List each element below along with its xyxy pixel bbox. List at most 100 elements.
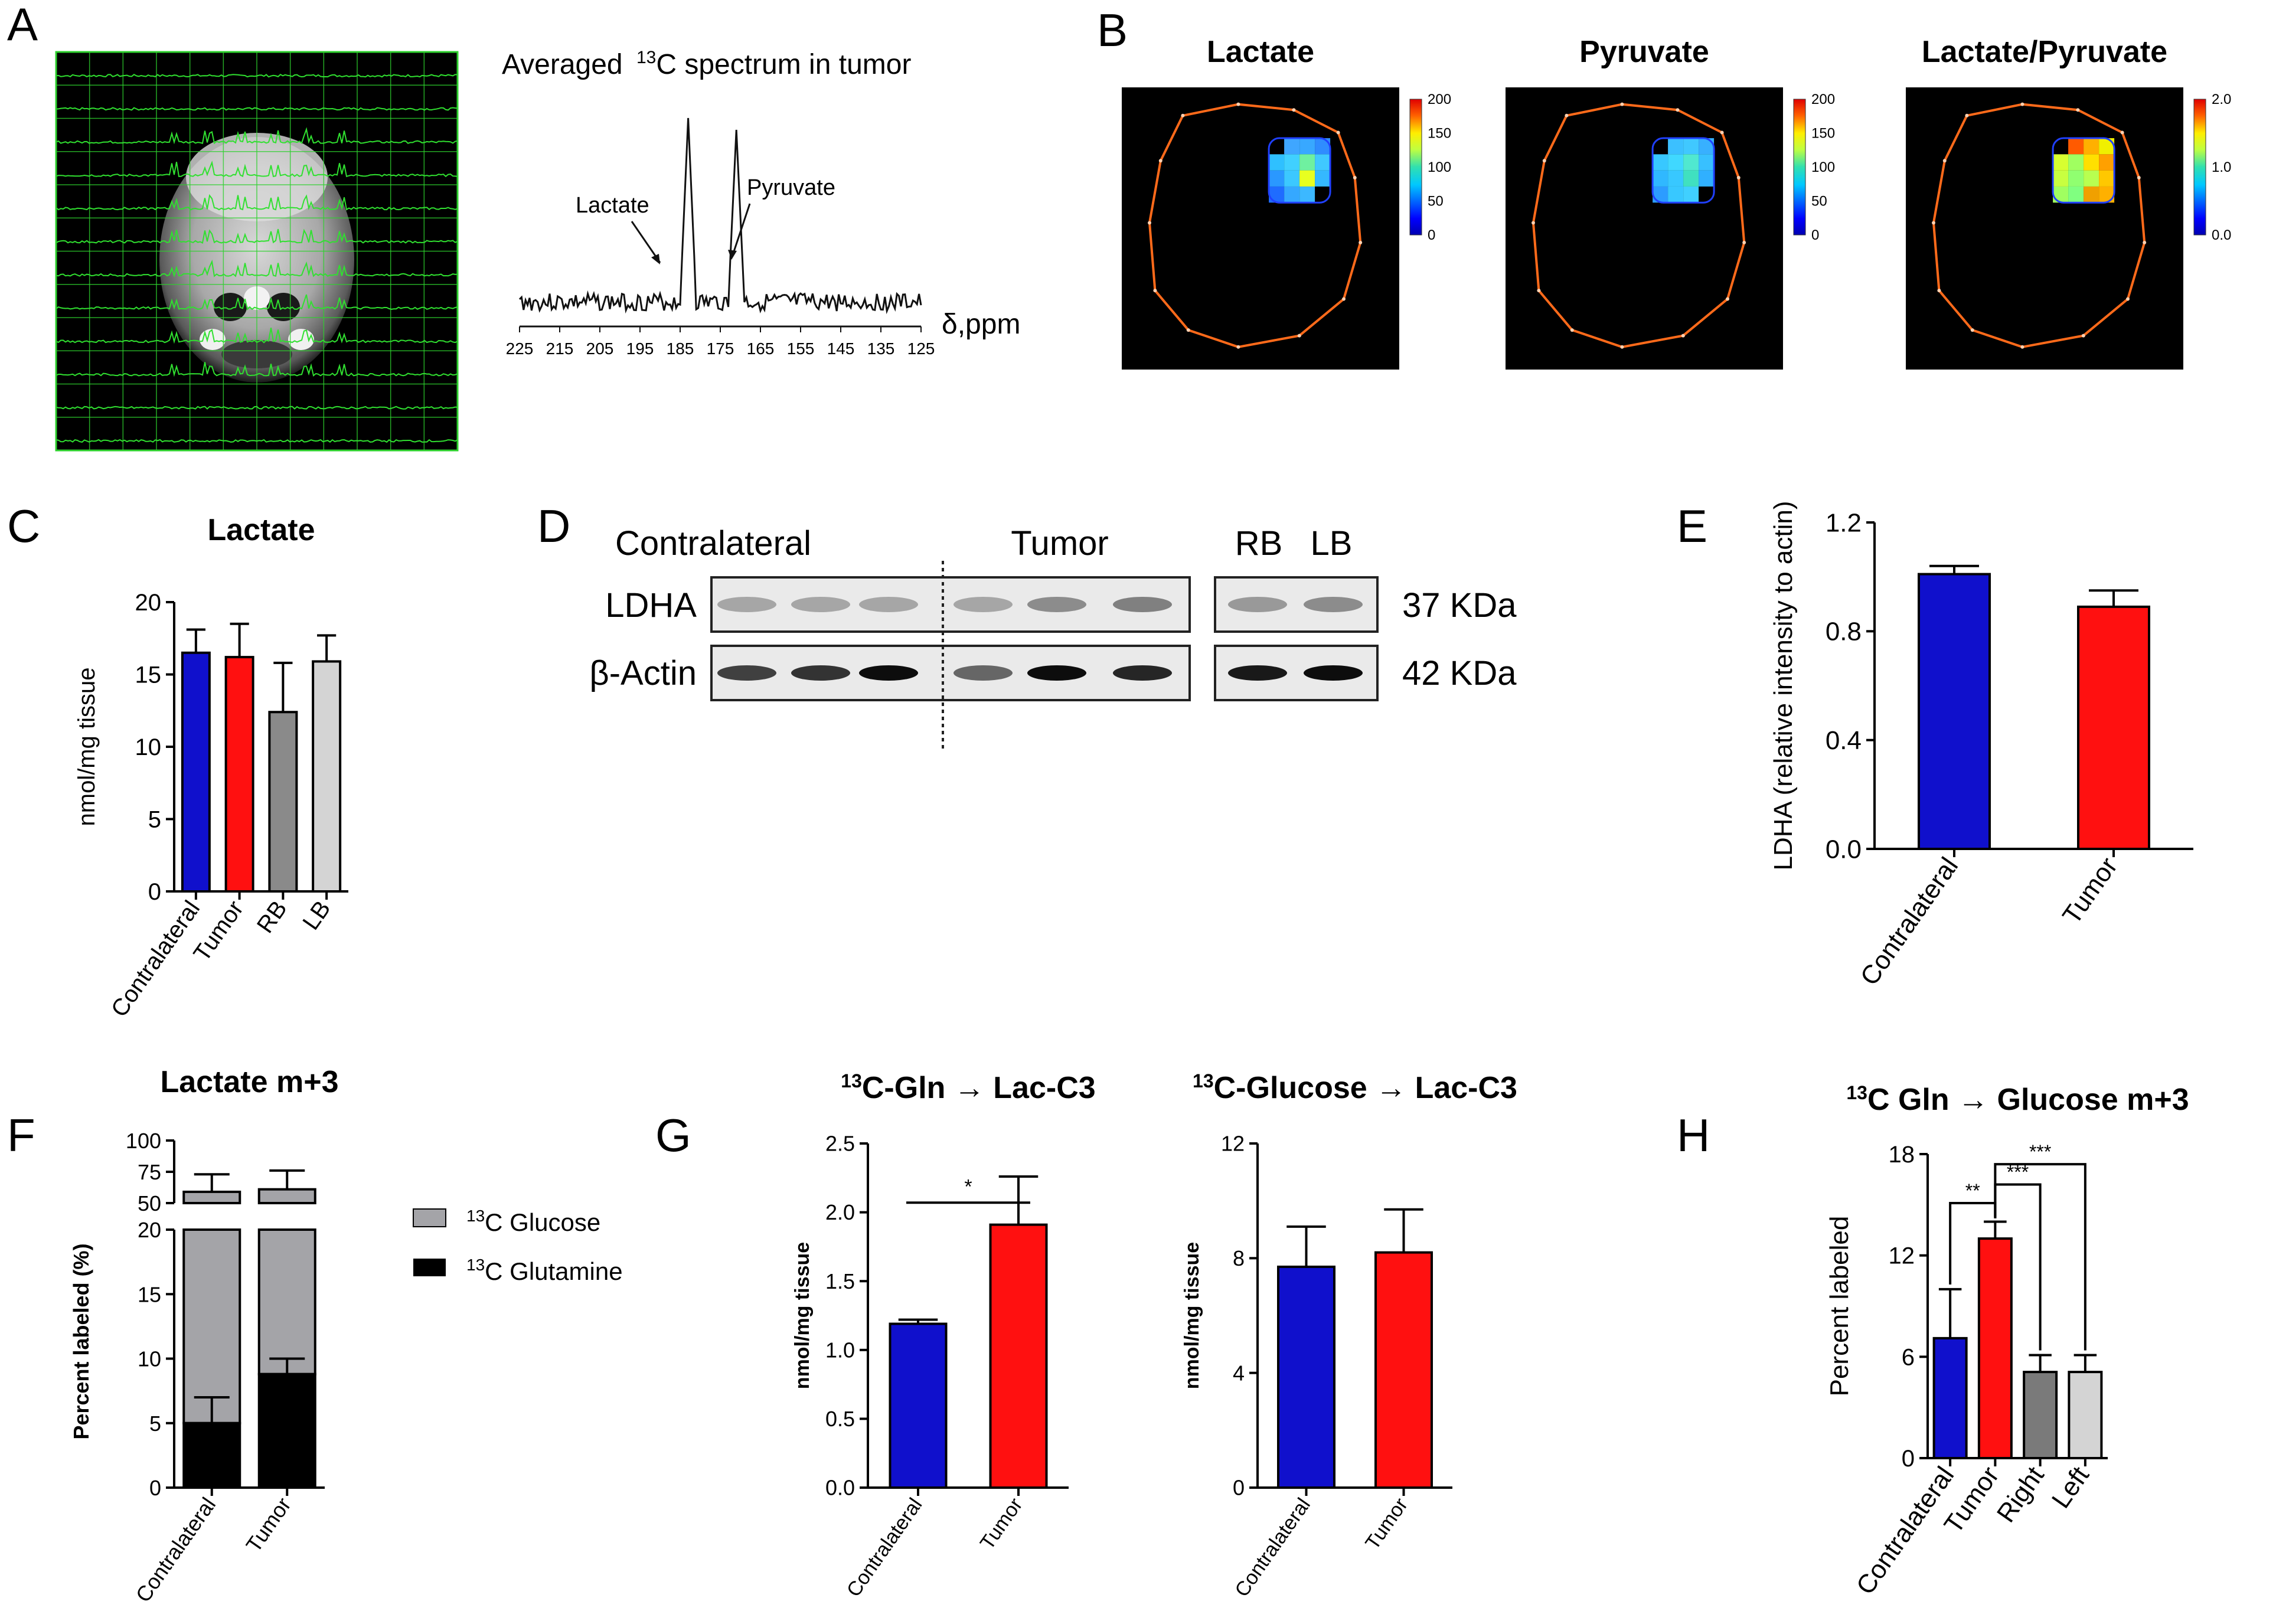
map-pixel bbox=[1299, 154, 1315, 171]
blot-band bbox=[953, 597, 1013, 612]
map-pixel bbox=[1284, 154, 1300, 171]
map-pixel bbox=[1284, 138, 1300, 155]
x-tick-label: Contralateral bbox=[843, 1494, 927, 1601]
colorbar-tick: 0.0 bbox=[2212, 227, 2231, 243]
map-pixel bbox=[2053, 186, 2069, 203]
blot-box bbox=[710, 576, 1191, 633]
colorbar bbox=[1793, 99, 1806, 236]
spectrum-tick-label: 165 bbox=[747, 339, 775, 358]
map-pixel bbox=[1315, 154, 1331, 171]
spectrum-tick-label: 185 bbox=[667, 339, 694, 358]
colorbar-tick: 0 bbox=[1811, 227, 1819, 243]
legend-label-glucose: 13C Glucose bbox=[466, 1207, 600, 1236]
spectrum-title: Averaged 13C spectrum in tumor bbox=[502, 48, 911, 80]
y-tick-label: 8 bbox=[1233, 1246, 1245, 1270]
map-pixel bbox=[2099, 154, 2115, 171]
blot-band bbox=[1228, 597, 1287, 612]
bar-contralateral bbox=[1932, 1337, 1968, 1459]
map-pixel bbox=[1668, 186, 1684, 203]
colorbar bbox=[1409, 99, 1422, 236]
chart-title: 13C-Glucose → Lac-C3 bbox=[1193, 1070, 1517, 1105]
y-axis-label: Percent labeled (%) bbox=[69, 1243, 93, 1439]
y-tick-label: 20 bbox=[138, 1218, 161, 1242]
y-tick-label: 2.0 bbox=[825, 1200, 855, 1224]
y-tick-label: 50 bbox=[138, 1191, 161, 1215]
spectrum-tick-label: 155 bbox=[787, 339, 815, 358]
x-tick-label: Contralateral bbox=[130, 1493, 220, 1606]
blot-band bbox=[1228, 665, 1287, 681]
colorbar-tick: 50 bbox=[1811, 194, 1827, 210]
y-tick-label: 0 bbox=[148, 879, 161, 905]
bar-glucose-upper bbox=[257, 1188, 316, 1205]
map-pixel bbox=[1653, 170, 1668, 187]
panel-a: A Averaged 13C spectrum in tumor bbox=[7, 0, 1020, 452]
panel-letter-a: A bbox=[7, 0, 38, 50]
y-tick-label: 0.5 bbox=[825, 1407, 855, 1431]
bar-rb bbox=[268, 711, 298, 893]
spectrum-axis-label: δ,ppm bbox=[942, 309, 1020, 340]
map-pixel bbox=[2099, 138, 2115, 155]
x-tick-label: Contralateral bbox=[1855, 852, 1964, 991]
map-pixel bbox=[2068, 186, 2084, 203]
blot-box bbox=[1214, 645, 1379, 701]
blot-row-label-actin: β-Actin bbox=[589, 654, 697, 692]
map-pixel bbox=[1653, 186, 1668, 203]
bar-glutamine bbox=[182, 1422, 241, 1489]
bar-right bbox=[2023, 1371, 2058, 1459]
blot-band bbox=[1304, 665, 1363, 681]
blot-group-contralateral: Contralateral bbox=[615, 524, 811, 563]
map-pixel bbox=[1269, 186, 1285, 203]
bar-contralateral bbox=[889, 1322, 948, 1489]
y-tick-label: 2.5 bbox=[825, 1132, 855, 1156]
x-tick-label: RB bbox=[252, 896, 292, 938]
map-pixel bbox=[1668, 154, 1684, 171]
spectral-grid bbox=[55, 52, 458, 450]
blot-band bbox=[1113, 665, 1172, 681]
chart-title: 13C-Gln → Lac-C3 bbox=[841, 1070, 1095, 1105]
map-pixel bbox=[1683, 138, 1699, 155]
x-tick-label: LB bbox=[298, 896, 335, 934]
y-axis-label: nmol/mg tissue bbox=[1181, 1242, 1203, 1389]
panel-letter: H bbox=[1677, 1109, 1710, 1161]
map-pixel bbox=[1315, 170, 1331, 187]
y-tick-label: 6 bbox=[1902, 1344, 1915, 1370]
significance-bracket bbox=[1994, 1163, 2086, 1351]
legend-label-glutamine: 13C Glutamine bbox=[466, 1256, 623, 1285]
blot-band bbox=[1027, 597, 1086, 612]
panel-letter: F bbox=[7, 1109, 35, 1161]
blot-band bbox=[953, 665, 1013, 681]
panel-letter-d: D bbox=[537, 500, 570, 552]
arrow-pyruvate bbox=[731, 203, 751, 257]
map-pixel bbox=[1269, 154, 1285, 171]
map-pixel bbox=[2099, 186, 2115, 203]
x-tick-label: Tumor bbox=[2057, 852, 2123, 930]
spectrum-tick-label: 205 bbox=[586, 339, 614, 358]
legend-swatch-glutamine bbox=[413, 1259, 446, 1276]
significance-label: ** bbox=[1965, 1180, 1980, 1201]
brain-outline bbox=[1532, 103, 1746, 348]
spectrum-tick-label: 175 bbox=[707, 339, 734, 358]
bar-tumor bbox=[224, 656, 254, 893]
map-pixel bbox=[1284, 186, 1300, 203]
colorbar-tick: 50 bbox=[1428, 194, 1444, 210]
bar-tumor bbox=[1977, 1237, 2013, 1460]
y-tick-label: 0 bbox=[1233, 1476, 1245, 1500]
y-tick-label: 12 bbox=[1221, 1132, 1245, 1156]
y-tick-label: 0.0 bbox=[825, 1476, 855, 1500]
panel-letter: G bbox=[655, 1109, 691, 1161]
colorbar-tick: 200 bbox=[1428, 92, 1451, 107]
bar-tumor bbox=[1374, 1251, 1433, 1489]
map-title: Pyruvate bbox=[1579, 35, 1709, 69]
blot-group-rb: RB bbox=[1235, 524, 1283, 563]
map-pixel bbox=[2084, 170, 2099, 187]
bar-glucose-lower bbox=[182, 1228, 241, 1424]
